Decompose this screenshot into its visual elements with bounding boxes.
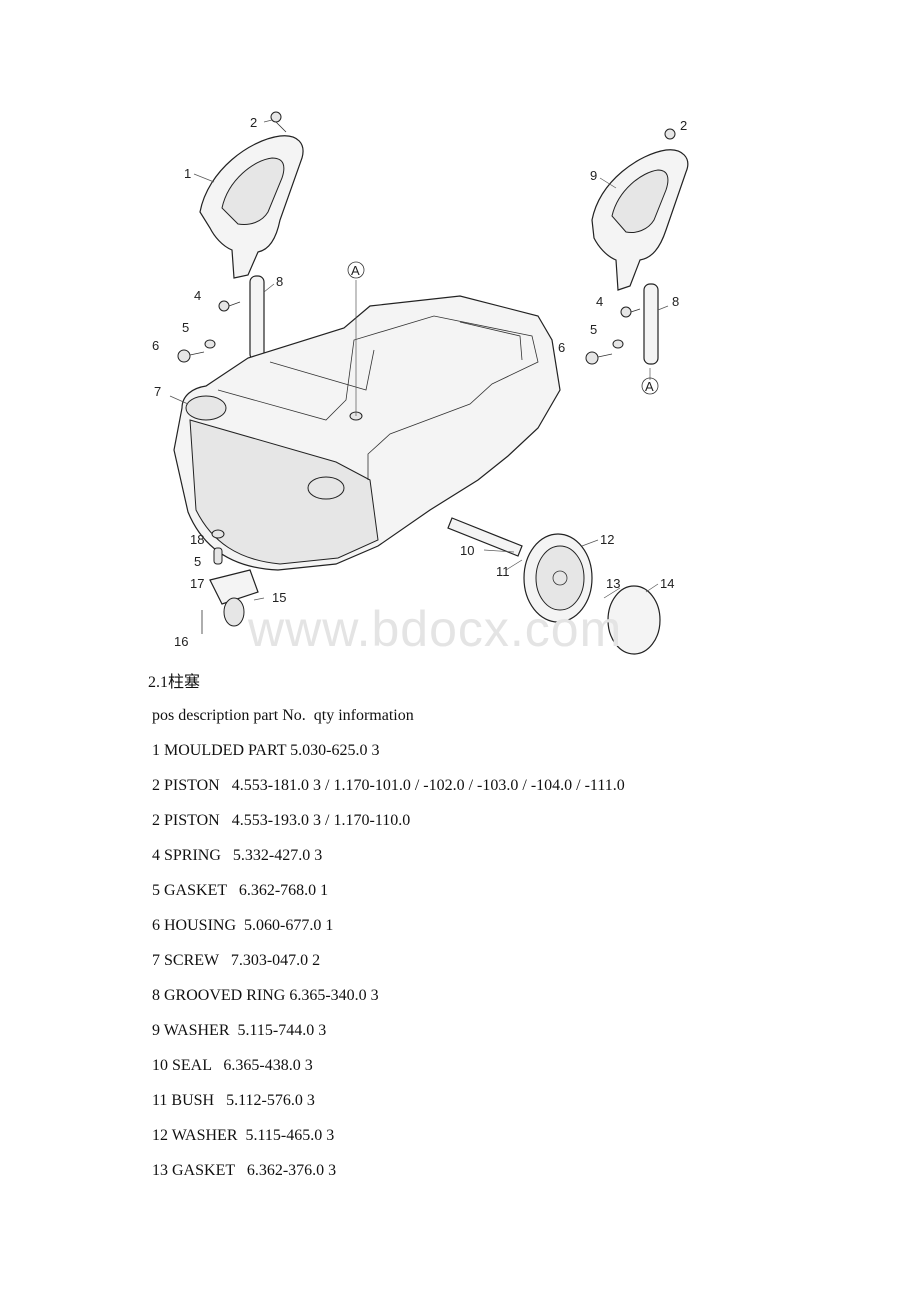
svg-text:4: 4 xyxy=(596,294,603,309)
svg-text:1: 1 xyxy=(184,166,191,181)
parts-list-row: 11 BUSH 5.112-576.0 3 xyxy=(152,1092,315,1109)
svg-text:9: 9 xyxy=(590,168,597,183)
svg-text:13: 13 xyxy=(606,576,620,591)
svg-text:2: 2 xyxy=(250,115,257,130)
svg-text:8: 8 xyxy=(672,294,679,309)
parts-list-row: 8 GROOVED RING 6.365-340.0 3 xyxy=(152,987,379,1004)
parts-list-row: 2 PISTON 4.553-193.0 3 / 1.170-110.0 xyxy=(152,812,411,829)
svg-text:14: 14 xyxy=(660,576,674,591)
svg-text:17: 17 xyxy=(190,576,204,591)
parts-list-row: 10 SEAL 6.365-438.0 3 xyxy=(152,1057,313,1074)
parts-list-row: 4 SPRING 5.332-427.0 3 xyxy=(152,847,323,864)
parts-drawing: 1 2 2 4 4 5 5 6 6 7 8 8 9 10 11 12 13 14… xyxy=(152,111,689,655)
parts-list-row: 12 WASHER 5.115-465.0 3 xyxy=(152,1127,335,1144)
svg-text:4: 4 xyxy=(194,288,201,303)
svg-text:18: 18 xyxy=(190,532,204,547)
svg-text:8: 8 xyxy=(276,274,283,289)
svg-text:7: 7 xyxy=(154,384,161,399)
svg-text:5: 5 xyxy=(194,554,201,569)
svg-text:16: 16 xyxy=(174,634,188,649)
svg-text:10: 10 xyxy=(460,543,474,558)
svg-text:12: 12 xyxy=(600,532,614,547)
svg-text:2: 2 xyxy=(680,118,687,133)
svg-text:6: 6 xyxy=(558,340,565,355)
exploded-parts-diagram: 1 2 2 4 4 5 5 6 6 7 8 8 9 10 11 12 13 14… xyxy=(130,100,710,660)
parts-list-row: 7 SCREW 7.303-047.0 2 xyxy=(152,952,321,969)
watermark: www.bdocx.com xyxy=(248,601,623,657)
svg-text:A: A xyxy=(645,379,654,394)
parts-list-row: 6 HOUSING 5.060-677.0 1 xyxy=(152,917,334,934)
parts-list: pos description part No. qty information… xyxy=(152,704,625,1194)
svg-text:11: 11 xyxy=(496,564,510,579)
parts-list-row: 9 WASHER 5.115-744.0 3 xyxy=(152,1022,327,1039)
parts-list-row: 13 GASKET 6.362-376.0 3 xyxy=(152,1162,337,1179)
section-heading: 2.1柱塞 xyxy=(148,674,201,691)
svg-text:5: 5 xyxy=(590,322,597,337)
parts-list-header: pos description part No. qty information xyxy=(152,707,414,724)
svg-text:A: A xyxy=(351,263,360,278)
parts-list-row: 2 PISTON 4.553-181.0 3 / 1.170-101.0 / -… xyxy=(152,777,625,794)
svg-text:5: 5 xyxy=(182,320,189,335)
svg-text:6: 6 xyxy=(152,338,159,353)
svg-text:15: 15 xyxy=(272,590,286,605)
parts-list-row: 1 MOULDED PART 5.030-625.0 3 xyxy=(152,742,380,759)
parts-list-row: 5 GASKET 6.362-768.0 1 xyxy=(152,882,329,899)
